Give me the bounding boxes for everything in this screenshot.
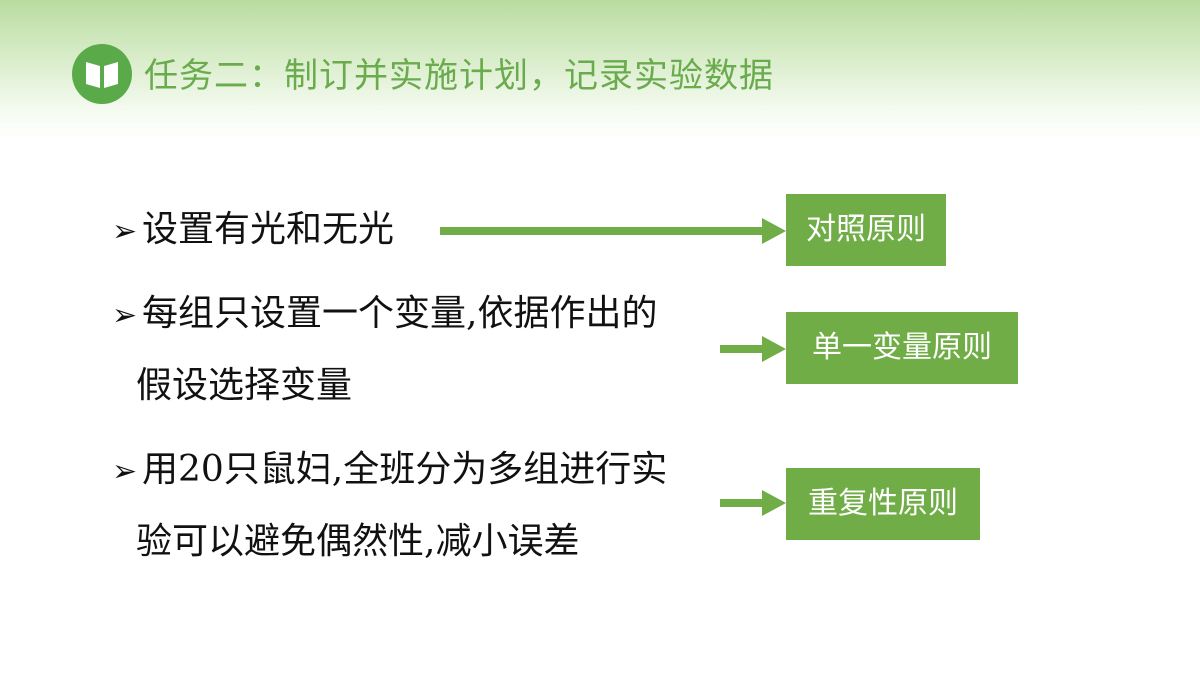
bullet-3-line-1: ➢用20只鼠妇,全班分为多组进行实 [112,452,667,488]
bullet-text: 用20只鼠妇,全班分为多组进行实 [142,449,668,490]
page-title: 任务二：制订并实施计划，记录实验数据 [144,56,774,96]
bullet-text: 每组只设置一个变量,依据作出的 [142,293,658,334]
header-band [0,0,1200,140]
bullet-text: 验可以避免偶然性,减小误差 [136,521,580,562]
arrow-to-repetition-principle [720,490,786,516]
bullet-2-line-1: ➢每组只设置一个变量,依据作出的 [112,296,657,332]
arrow-to-control-principle [440,218,786,244]
arrow-to-single-variable-principle [720,336,786,362]
open-book-icon [86,62,118,88]
bullet-3-line-2: 验可以避免偶然性,减小误差 [136,524,579,560]
control-principle-box: 对照原则 [786,194,946,266]
bullet-marker: ➢ [112,214,138,249]
repetition-principle-box: 重复性原则 [786,468,980,540]
logo-badge [72,44,132,104]
bullet-marker: ➢ [112,454,138,489]
bullet-2-line-2: 假设选择变量 [136,368,352,404]
bullet-text: 假设选择变量 [136,365,353,406]
bullet-marker: ➢ [112,298,138,333]
bullet-1-line-1: ➢设置有光和无光 [112,212,394,248]
bullet-text: 设置有光和无光 [142,209,395,250]
single-variable-principle-box: 单一变量原则 [786,312,1018,384]
